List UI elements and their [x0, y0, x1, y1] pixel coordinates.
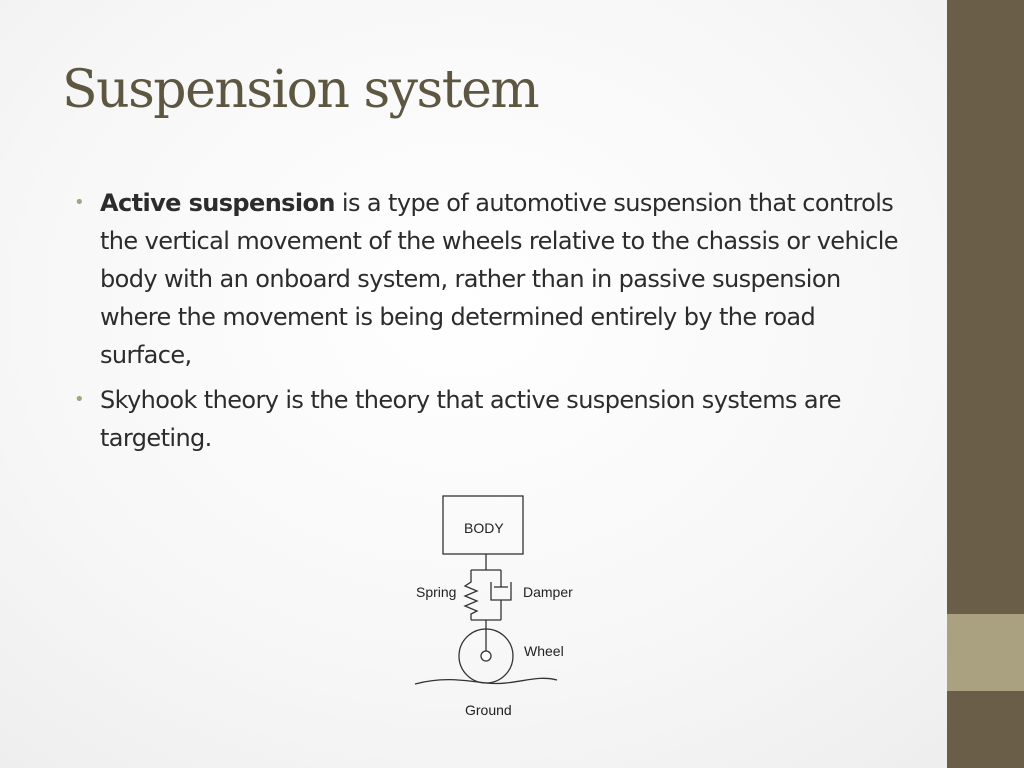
bullet-dot: •	[74, 192, 85, 213]
wheel-hub	[480, 650, 492, 662]
body-box	[442, 495, 524, 555]
spring-coil	[463, 570, 479, 620]
sidebar-accent-block	[947, 614, 1024, 691]
body-label: BODY	[464, 520, 504, 536]
suspension-diagram: BODY Spring Damper Wheel Ground	[414, 495, 573, 718]
bullet-text: Skyhook theory is the theory that active…	[100, 386, 842, 452]
wheel-label: Wheel	[524, 643, 564, 659]
bullet-text: is a type of automotive suspension that …	[100, 189, 899, 369]
damper-label: Damper	[523, 584, 573, 600]
ground-line	[414, 677, 558, 685]
bullet-item-active-suspension: • Active suspension is a type of automoti…	[74, 184, 904, 374]
slide-title: Suspension system	[62, 60, 540, 120]
spring-label: Spring	[416, 584, 456, 600]
bullet-item-skyhook: • Skyhook theory is the theory that activ…	[74, 381, 904, 457]
bullet-dot: •	[74, 389, 85, 410]
bullet-bold-term: Active suspension	[100, 189, 335, 217]
bullet-list: • Active suspension is a type of automoti…	[74, 184, 904, 464]
ground-label: Ground	[465, 702, 512, 718]
